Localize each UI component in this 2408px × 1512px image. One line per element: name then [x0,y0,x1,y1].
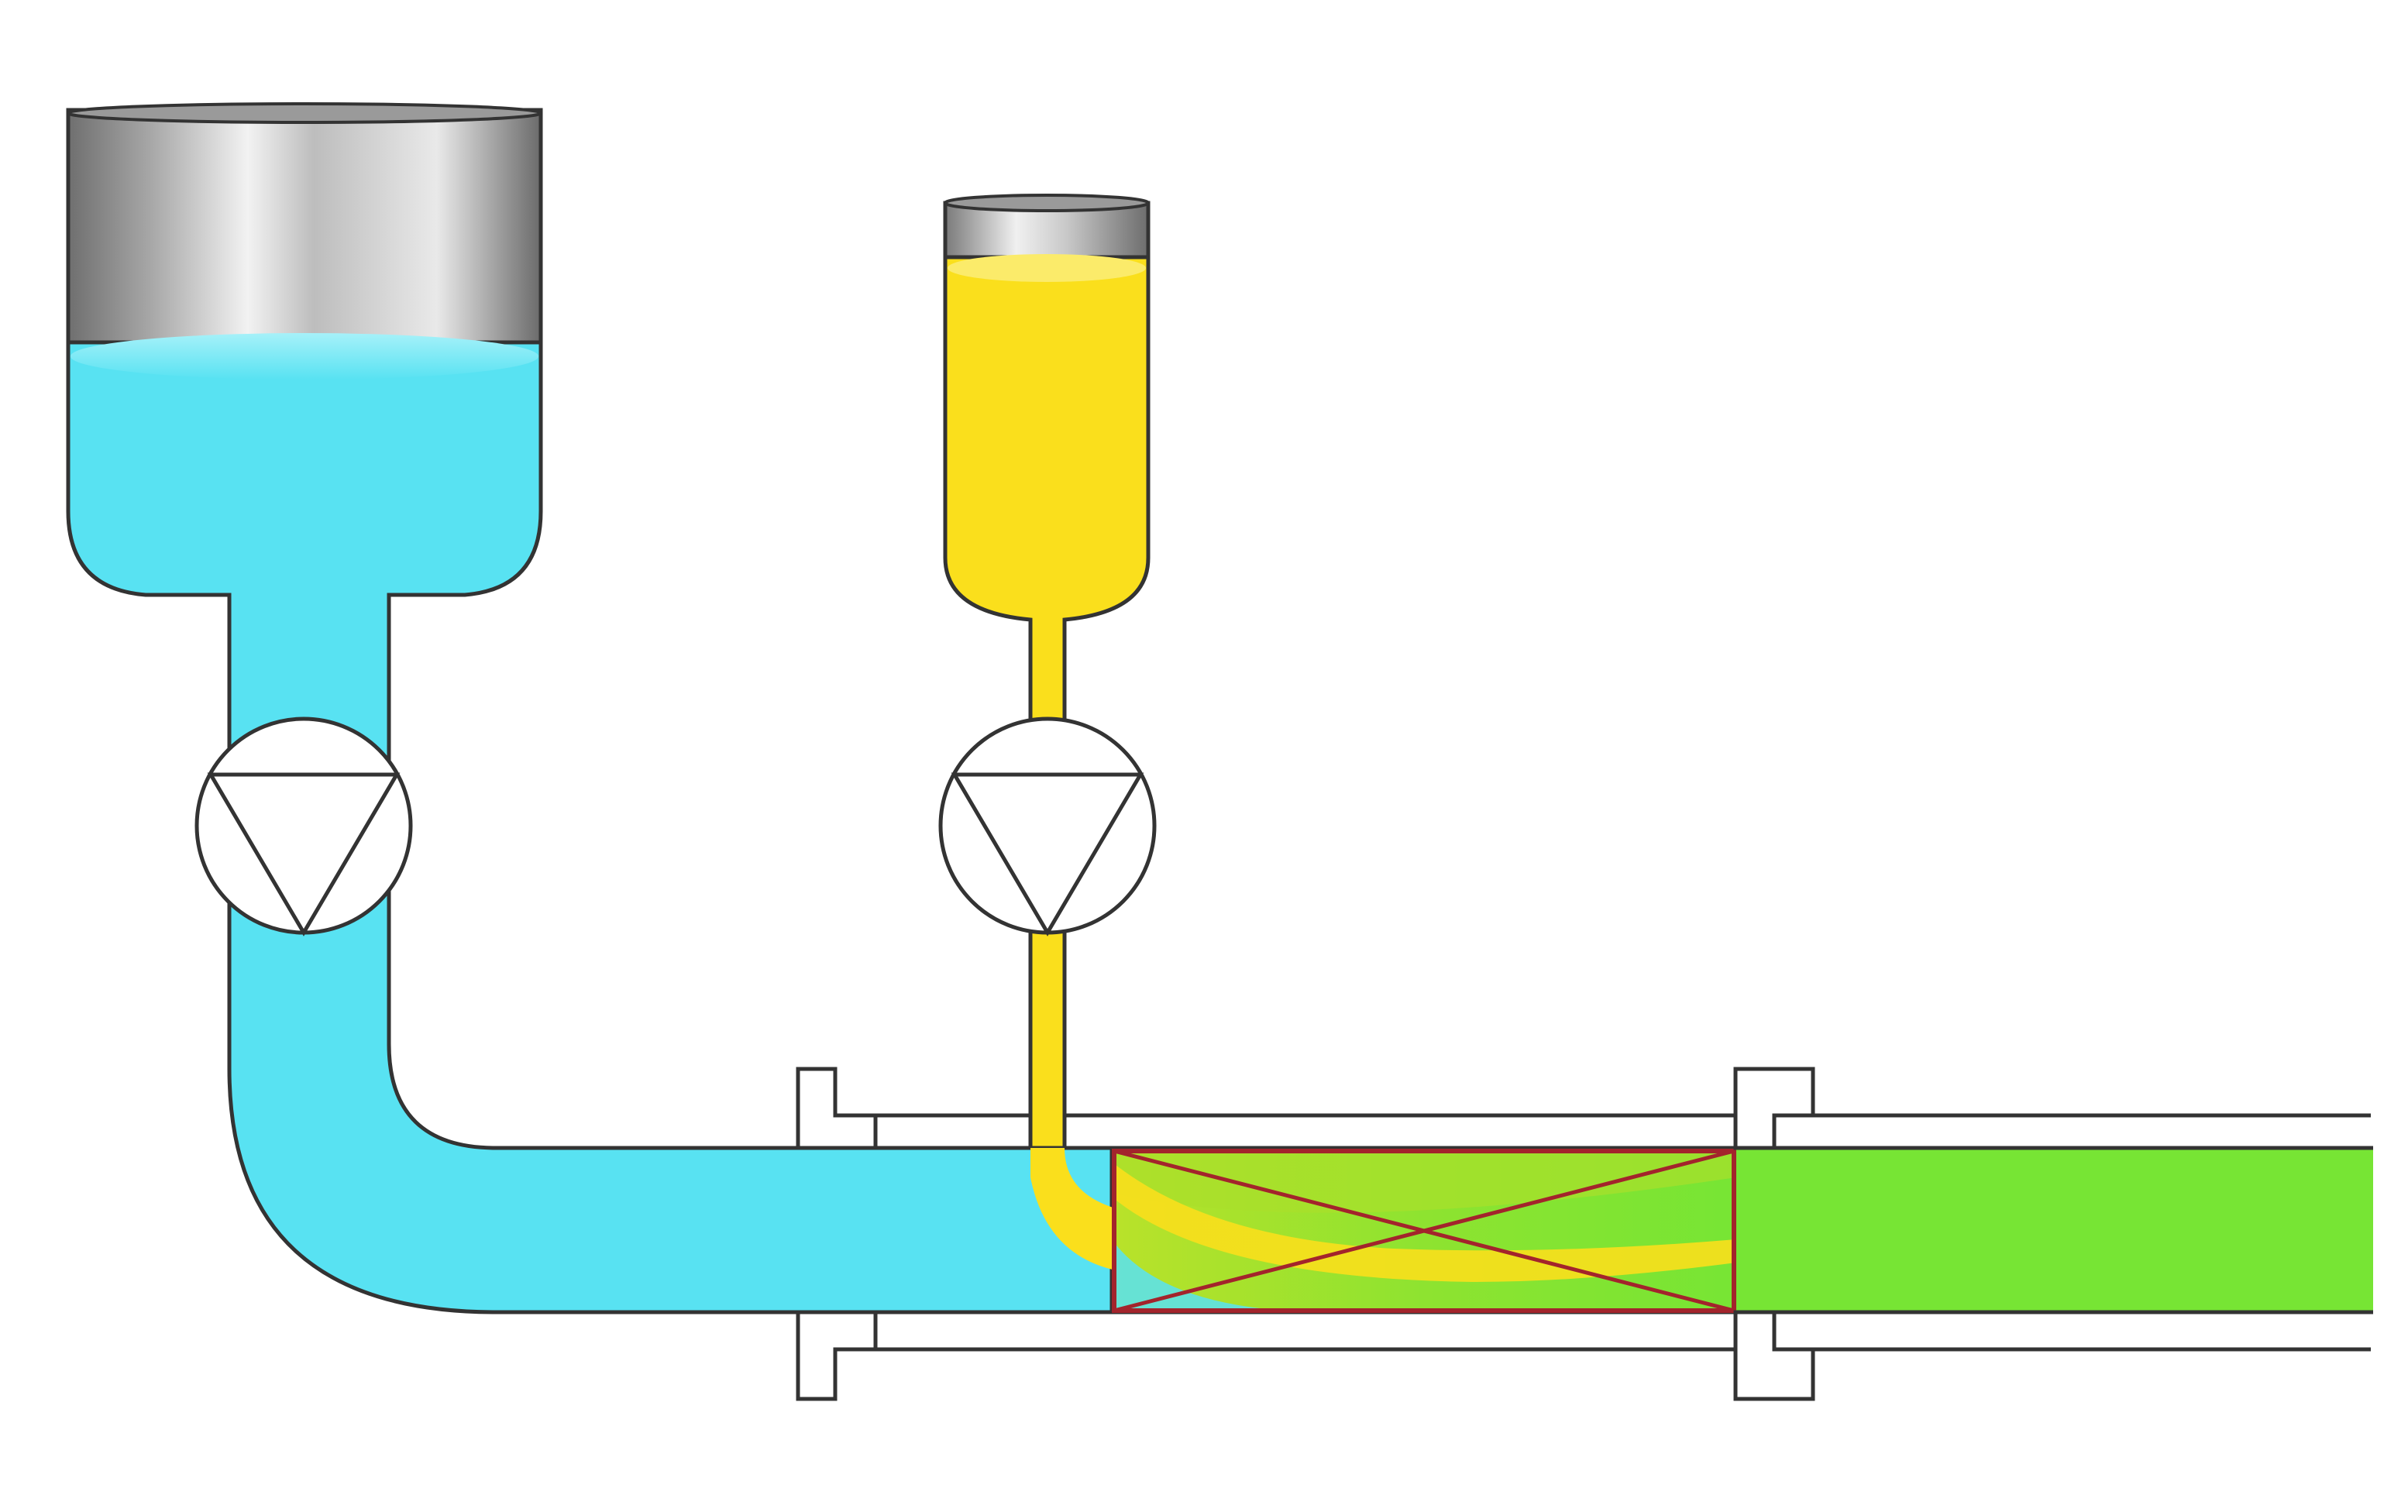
dosing-tank [943,194,1151,1150]
main-tank-empty-top [66,108,543,345]
dosing-tank-rim [944,194,1150,212]
main-tank [66,102,1114,1314]
pump-triangle-down-icon [951,772,1144,936]
main-tank-water [66,340,1114,1314]
mixer-plume [1112,1148,1736,1213]
mixed-pipe [1736,1148,2373,1312]
flange-upper-left [796,1067,878,1150]
mixer-yellow-band [1112,1162,1736,1282]
additive-plume [1030,1148,1116,1270]
pipe-flanges [796,1067,1815,1401]
static-mixer-diagonal-2 [1113,1149,1735,1313]
pump-triangle-down-icon [207,772,401,936]
dosing-pump [938,716,1157,936]
static-mixer [1112,1149,1736,1313]
flange-lower-left [796,1310,878,1401]
mixer-water-tail [1112,1239,1317,1312]
main-tank-water-surface [71,333,538,380]
static-mixer-box [1112,1149,1736,1313]
flange-upper-right [1733,1067,1815,1150]
dosing-tank-surface [948,254,1146,282]
pipe-casing [875,1113,2371,1352]
dosing-tank-liquid [943,255,1151,1150]
mixing-zone [1030,1146,2373,1314]
main-pump [194,716,413,936]
mixed-pipe-outline [1112,1146,2373,1314]
main-tank-rim [67,102,542,124]
flange-lower-right [1733,1310,1815,1401]
